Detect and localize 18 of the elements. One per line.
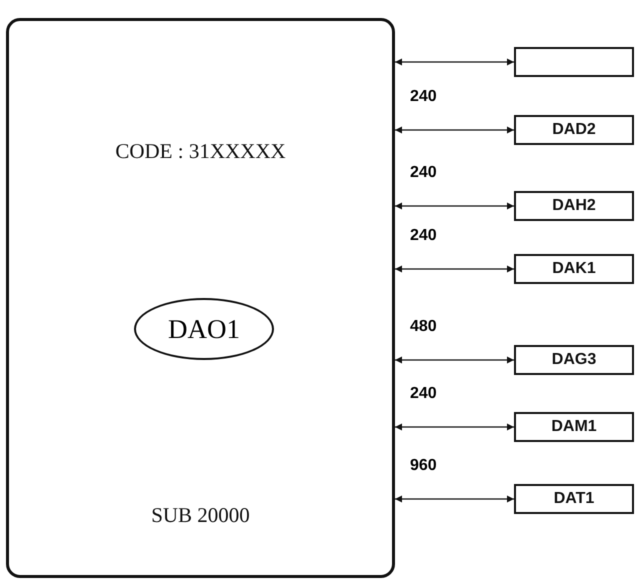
- unit-box: DAT1: [514, 484, 634, 514]
- unit-box: DAD2: [514, 115, 634, 145]
- unit-ellipse: DAO1: [134, 298, 274, 360]
- unit-box: DAG3: [514, 345, 634, 375]
- arrow: [395, 58, 514, 66]
- arrow: [395, 356, 514, 364]
- unit-box: DAM1: [514, 412, 634, 442]
- unit-panel: [6, 18, 395, 578]
- arrow: [395, 202, 514, 210]
- arrow: [395, 424, 514, 430]
- code-text: CODE : 31XXXXX: [114, 139, 287, 164]
- arrow: [395, 126, 514, 134]
- blank-box: [514, 47, 634, 77]
- unit-box: DAH2: [514, 191, 634, 221]
- arrow: [395, 266, 514, 272]
- unit-box: DAK1: [514, 254, 634, 284]
- arrow: [395, 496, 514, 502]
- sub-text: SUB 20000: [150, 503, 251, 528]
